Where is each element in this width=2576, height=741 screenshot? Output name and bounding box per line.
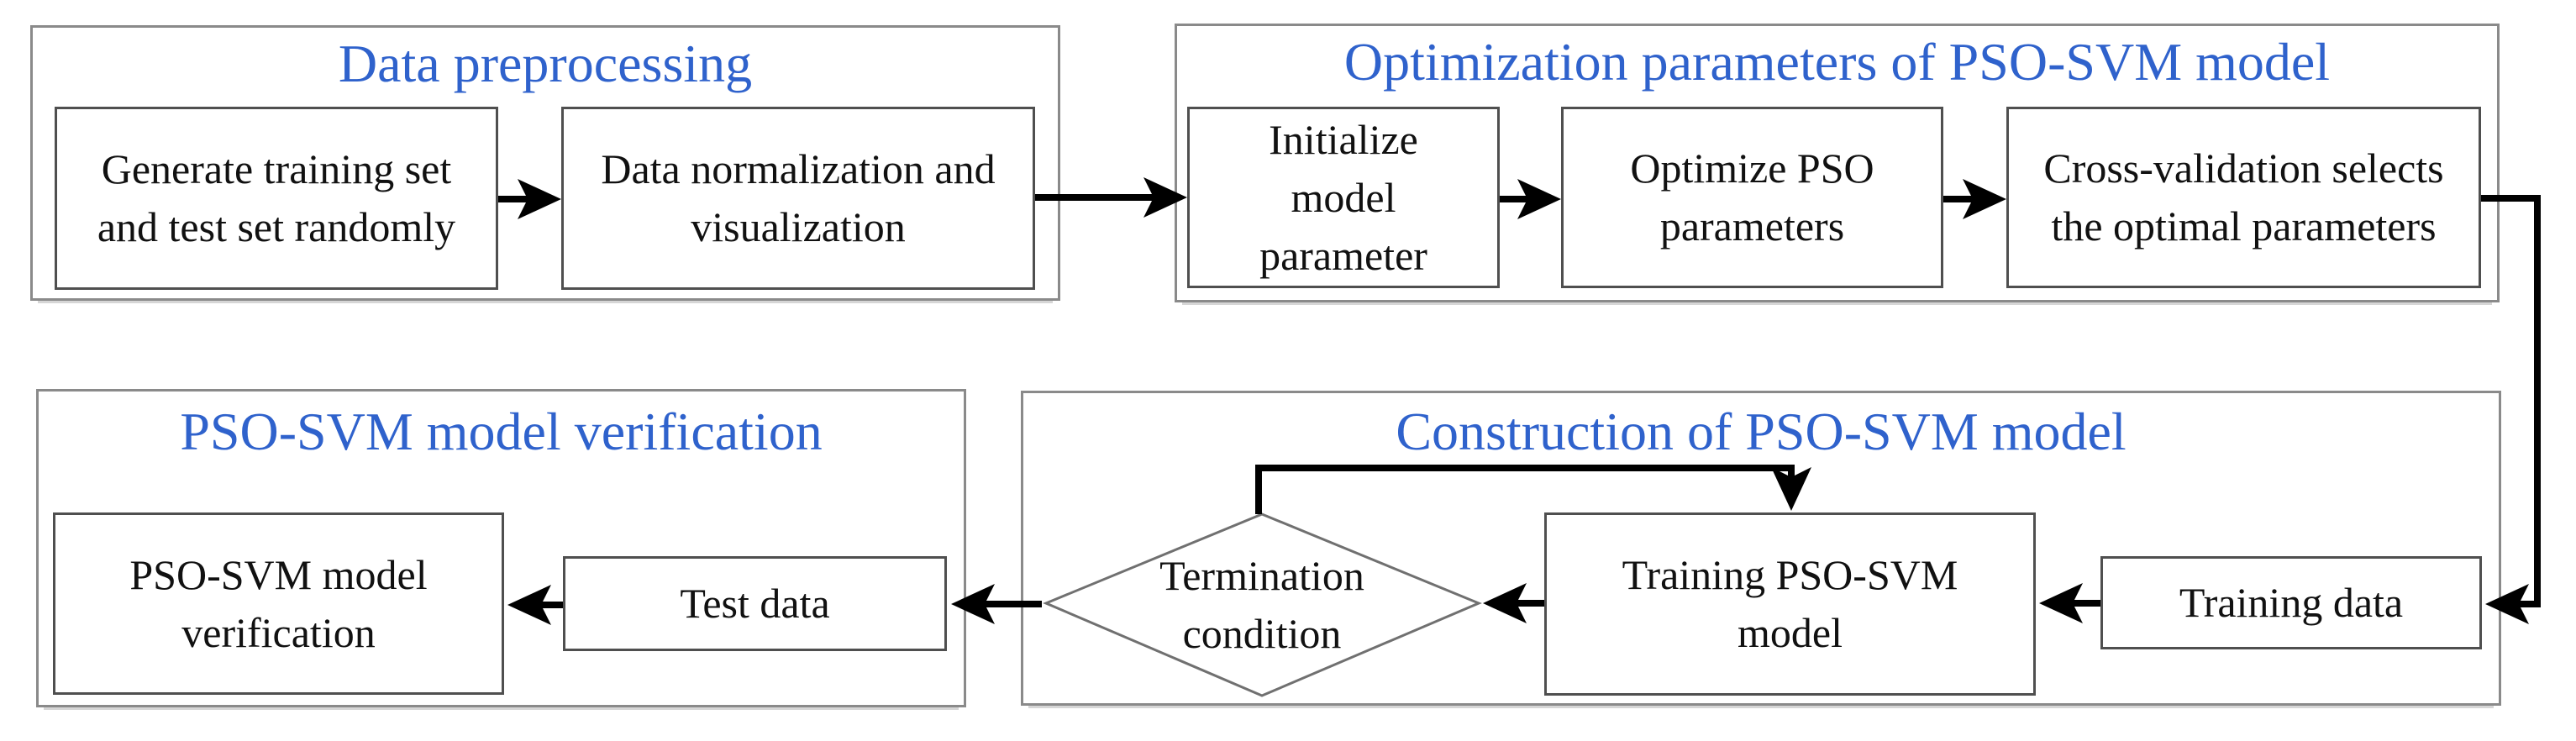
node-training-model-label: Training PSO-SVM model [1622, 551, 1958, 656]
node-cross-validation-label: Cross-validation selects the optimal par… [2043, 145, 2444, 250]
node-training-data: Training data [2100, 556, 2482, 649]
node-data-normalization: Data normalization and visualization [561, 107, 1035, 290]
group-optimization-parameters [1175, 24, 2500, 302]
node-data-normalization-label: Data normalization and visualization [601, 145, 996, 250]
node-initialize-parameter: Initialize model parameter [1187, 107, 1500, 288]
group-data-preprocessing [30, 25, 1060, 301]
node-training-data-label: Training data [2179, 579, 2404, 626]
title-optimization-parameters: Optimization parameters of PSO-SVM model [1343, 32, 2331, 92]
node-termination-condition-label: Termination condition [1159, 552, 1364, 657]
node-model-verification: PSO-SVM model verification [53, 512, 504, 695]
node-training-model: Training PSO-SVM model [1544, 512, 2036, 696]
node-initialize-parameter-label: Initialize model parameter [1259, 115, 1427, 279]
title-data-preprocessing: Data preprocessing [338, 34, 753, 93]
node-generate-sets-label: Generate training set and test set rando… [97, 145, 456, 250]
node-test-data: Test data [563, 556, 947, 651]
title-construction: Construction of PSO-SVM model [1396, 402, 2127, 461]
node-optimize-pso: Optimize PSO parameters [1561, 107, 1943, 288]
node-cross-validation: Cross-validation selects the optimal par… [2006, 107, 2481, 288]
node-optimize-pso-label: Optimize PSO parameters [1630, 145, 1874, 250]
node-generate-sets: Generate training set and test set rando… [55, 107, 498, 290]
group-model-verification [36, 389, 966, 707]
node-model-verification-label: PSO-SVM model verification [129, 550, 428, 656]
node-test-data-label: Test data [680, 580, 830, 627]
node-termination-condition: Termination condition [1092, 538, 1432, 672]
title-model-verification: PSO-SVM model verification [180, 402, 823, 461]
